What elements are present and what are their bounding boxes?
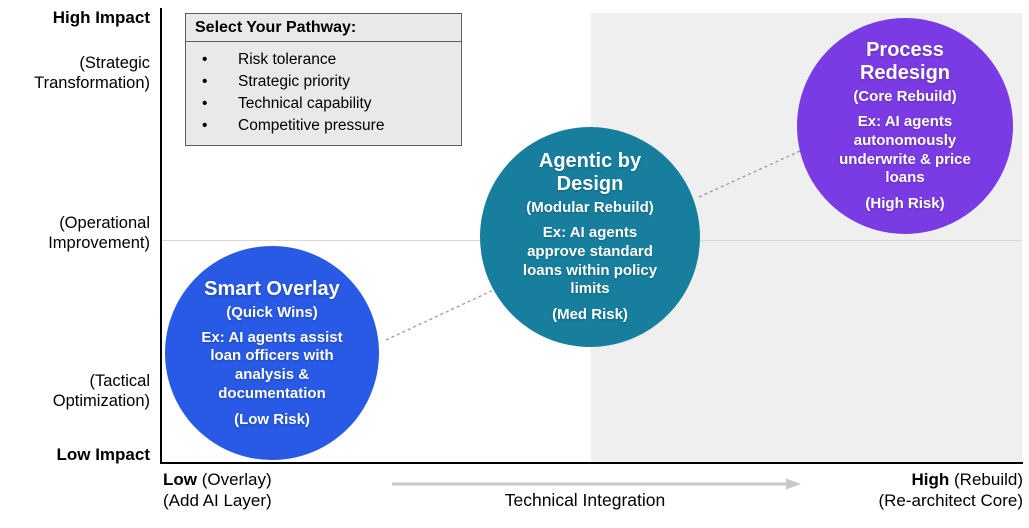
bubble-risk-badge: (Low Risk)	[234, 410, 310, 428]
bubble-example: Ex: AI agents approve standard loans wit…	[522, 224, 658, 298]
bubble-example: Ex: AI agents autonomously underwrite & …	[839, 113, 971, 187]
bubble-subtitle: (Modular Rebuild)	[526, 199, 654, 216]
legend-title: Select Your Pathway:	[186, 14, 461, 42]
y-label-low-impact: Low Impact	[56, 445, 150, 464]
bubble-risk-badge: (High Risk)	[865, 195, 945, 212]
legend-item-strategic-priority: Strategic priority	[186, 71, 453, 93]
y-label-strategic-transformation: (Strategic Transformation)	[34, 54, 150, 93]
bubble-title: Process Redesign	[859, 39, 951, 84]
x-label-low-line1: Low (Overlay)	[163, 470, 272, 489]
y-label-operational-improvement: (Operational Improvement)	[48, 214, 150, 253]
x-axis-title: Technical Integration	[504, 490, 666, 510]
bubble-title: Smart Overlay	[204, 277, 340, 300]
bubble-title: Agentic by Design	[538, 150, 642, 195]
pathway-connector-line-1	[385, 286, 501, 341]
legend-item-competitive-pressure: Competitive pressure	[186, 115, 453, 137]
x-label-low-line2: (Add AI Layer)	[163, 491, 272, 511]
bubble-example: Ex: AI agents assist loan officers with …	[201, 328, 343, 402]
arrow-right-icon	[786, 478, 801, 490]
x-label-high-rebuild: High (Rebuild) (Re-architect Core)	[878, 469, 1023, 512]
bubble-subtitle: (Quick Wins)	[226, 303, 318, 321]
x-label-high-line2: (Re-architect Core)	[878, 491, 1023, 511]
x-label-low-overlay: Low (Overlay) (Add AI Layer)	[163, 469, 272, 512]
y-axis-line	[160, 8, 162, 464]
legend-item-list: Risk tolerance Strategic priority Techni…	[186, 42, 461, 145]
legend-item-technical-capability: Technical capability	[186, 93, 453, 115]
bubble-process-redesign: Process Redesign (Core Rebuild) Ex: AI a…	[797, 18, 1013, 234]
bubble-smart-overlay: Smart Overlay (Quick Wins) Ex: AI agents…	[165, 246, 379, 460]
y-label-high-impact: High Impact	[52, 8, 150, 27]
legend-item-risk-tolerance: Risk tolerance	[186, 49, 453, 71]
y-label-tactical-optimization: (Tactical Optimization)	[52, 372, 150, 411]
bubble-risk-badge: (Med Risk)	[552, 306, 628, 323]
select-pathway-legend: Select Your Pathway: Risk tolerance Stra…	[185, 13, 462, 146]
bubble-agentic-by-design: Agentic by Design (Modular Rebuild) Ex: …	[480, 127, 700, 347]
x-label-high-line1: High (Rebuild)	[911, 470, 1023, 489]
bubble-subtitle: (Core Rebuild)	[853, 88, 957, 105]
x-axis-line	[160, 462, 1023, 464]
